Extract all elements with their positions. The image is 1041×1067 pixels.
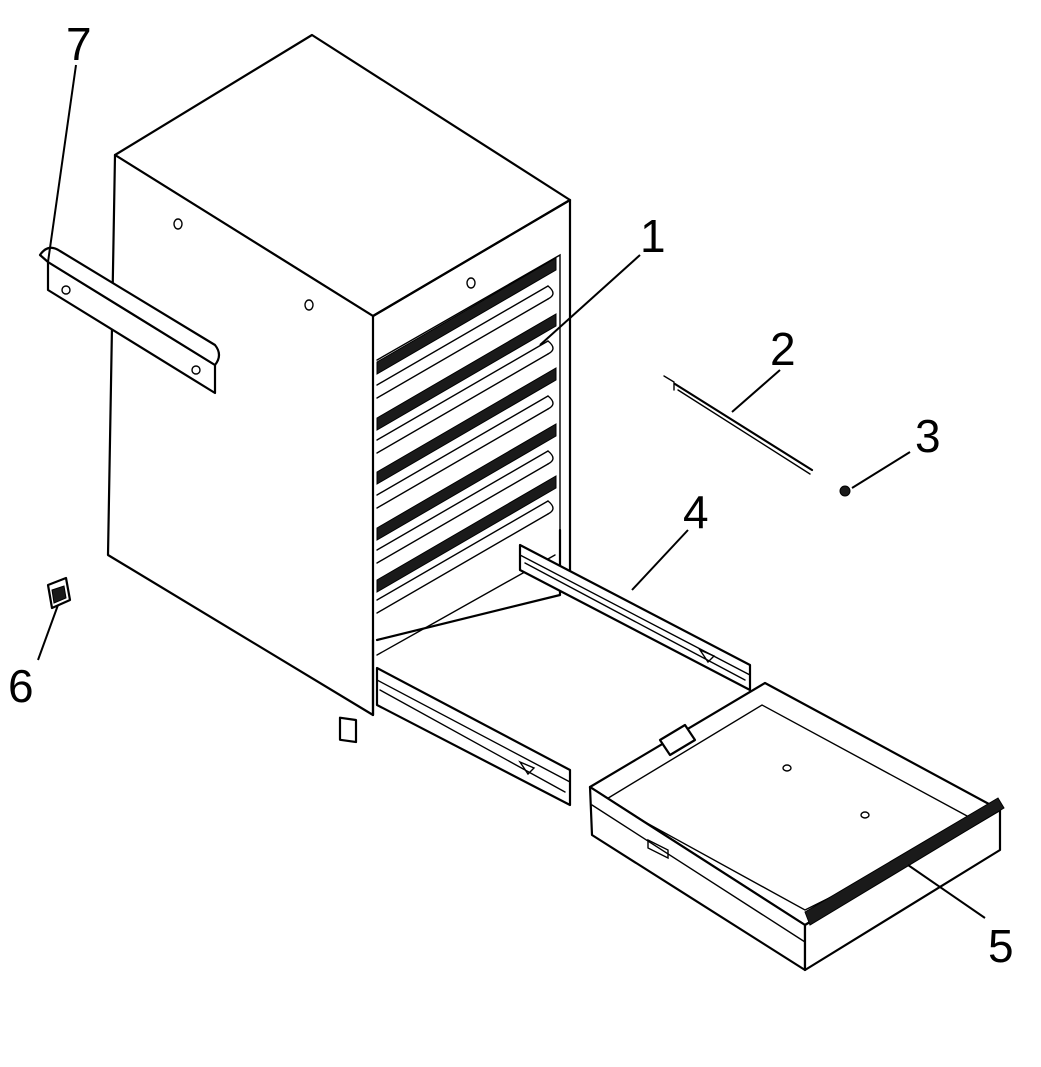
drawer-slide-right	[518, 543, 752, 692]
drawer	[588, 681, 1005, 972]
drawer-slide-left	[375, 666, 572, 807]
callout-7: 7	[66, 18, 92, 70]
callout-6: 6	[8, 660, 34, 712]
bumper-pad	[46, 576, 72, 610]
leader-lines	[37, 64, 986, 919]
cabinet-body	[106, 33, 572, 744]
drawer-slots	[375, 257, 562, 656]
callout-labels: 1 2 3 4 5 6 7	[8, 18, 1014, 972]
callout-2: 2	[770, 323, 796, 375]
lock-rod	[663, 375, 814, 475]
callout-4: 4	[683, 486, 709, 538]
side-hole-icon	[173, 218, 183, 230]
callout-3: 3	[915, 410, 941, 462]
callout-5: 5	[988, 920, 1014, 972]
screw	[839, 485, 851, 497]
cabinet-front-edge	[371, 198, 572, 597]
side-handle	[38, 246, 221, 395]
callout-1: 1	[640, 210, 666, 262]
